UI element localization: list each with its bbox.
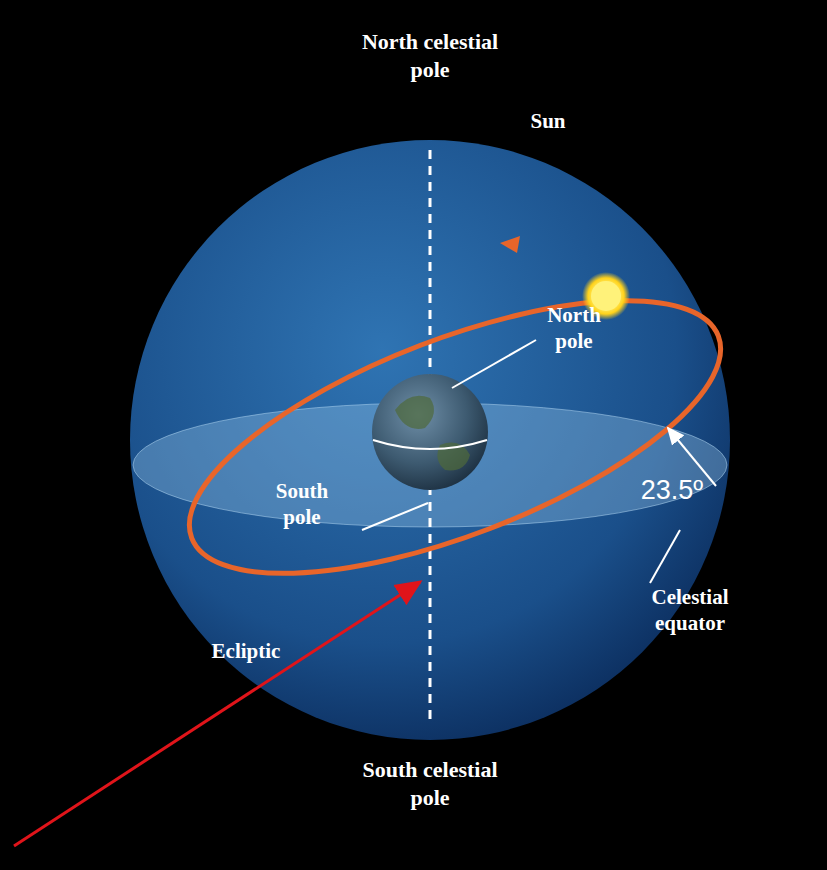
text-label: Ecliptic xyxy=(191,638,301,664)
text-label: South pole xyxy=(257,478,347,531)
earth xyxy=(372,374,488,490)
pointer-arrow xyxy=(14,582,420,846)
ecliptic-path xyxy=(157,244,754,629)
text-label: Celestial equator xyxy=(635,584,745,637)
text-label: South celestial pole xyxy=(345,756,515,811)
text-label: North celestial pole xyxy=(345,28,515,83)
text-label: North pole xyxy=(529,302,619,355)
leader-line xyxy=(650,530,680,583)
text-label: Sun xyxy=(508,108,588,134)
ecliptic-direction-arrow xyxy=(500,236,520,253)
leader-line xyxy=(452,340,536,388)
text-label: 23.5º xyxy=(617,474,727,508)
celestial-sphere xyxy=(130,140,730,740)
leader-line xyxy=(362,503,428,530)
